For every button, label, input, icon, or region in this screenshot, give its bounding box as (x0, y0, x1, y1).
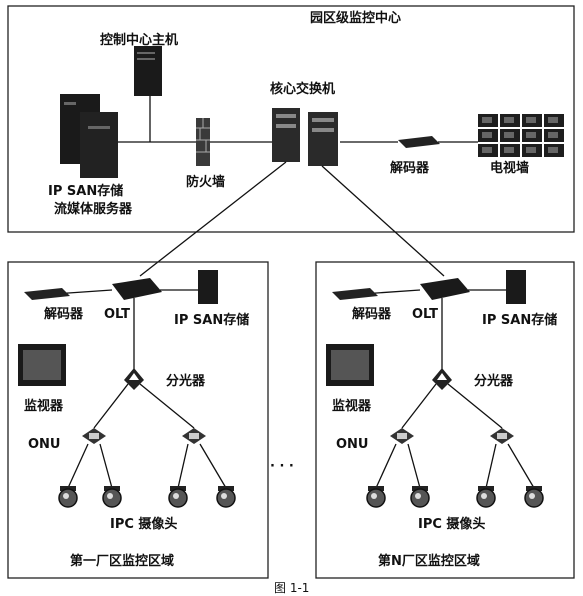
camera-lens (63, 493, 69, 499)
zone-wire (375, 443, 397, 489)
zone-title-label: 第N厂区监控区域 (378, 553, 480, 569)
ip-san-server-icon (60, 94, 118, 178)
camera-lens (371, 493, 377, 499)
zone-cameras-label: IPC 摄像头 (110, 516, 177, 532)
ip-san-icon (506, 270, 526, 304)
ip-san-label-1: IP SAN存储 (48, 183, 123, 199)
tv-screen-glare (482, 132, 492, 138)
zone-ip-san-label: IP SAN存储 (482, 312, 557, 328)
figure-caption: 图 1-1 (274, 581, 309, 595)
onu-panel (89, 433, 99, 439)
tv-wall-label: 电视墙 (490, 160, 529, 176)
zone-monitor-label: 监视器 (24, 398, 64, 414)
campus-center-box (7, 5, 575, 233)
tv-screen-glare (504, 147, 514, 153)
camera-lens (221, 493, 227, 499)
decoder-icon (332, 288, 378, 300)
camera-lens (415, 493, 421, 499)
tv-screen-glare (526, 147, 536, 153)
zone-decoder-label: 解码器 (43, 306, 84, 322)
camera-lens (107, 493, 113, 499)
splitter-mark (129, 373, 139, 380)
onu-panel (497, 433, 507, 439)
zone-1-box (7, 261, 269, 579)
tv-screen-glare (526, 132, 536, 138)
uplink-zoneN (321, 165, 445, 277)
zone-olt-label: OLT (104, 307, 130, 322)
firewall-label: 防火墙 (186, 174, 225, 190)
camera-lens (173, 493, 179, 499)
zone-wire (485, 443, 497, 489)
campus-title: 园区级监控中心 (310, 10, 401, 26)
zone-n-box (315, 261, 575, 579)
monitor-screen (23, 350, 61, 380)
olt-icon (420, 278, 470, 300)
onu-panel (397, 433, 407, 439)
zone-ip-san-label: IP SAN存储 (174, 312, 249, 328)
tv-screen-glare (548, 132, 558, 138)
tv-screen-glare (482, 147, 492, 153)
zone-decoder-label: 解码器 (351, 306, 392, 322)
core-switch-label: 核心交换机 (270, 81, 335, 97)
camera-lens (481, 493, 487, 499)
zone-wire (199, 443, 227, 489)
tv-screen-glare (526, 117, 536, 123)
zone-wire (407, 443, 421, 489)
zone-title-label: 第一厂区监控区域 (70, 553, 174, 569)
uplink-zone1 (139, 161, 287, 277)
zone-wire (99, 443, 113, 489)
zone-wire (139, 383, 195, 429)
zone-splitter-label: 分光器 (166, 373, 206, 389)
zone-splitter-label: 分光器 (474, 373, 514, 389)
zone-cameras-label: IPC 摄像头 (418, 516, 485, 532)
control-host-label: 控制中心主机 (100, 32, 178, 48)
tv-screen-glare (504, 132, 514, 138)
zone-wire (93, 383, 129, 429)
zone-wire (67, 443, 89, 489)
ip-san-icon (198, 270, 218, 304)
zone-wire (401, 383, 437, 429)
firewall-icon (196, 118, 210, 166)
control-host-server-icon (134, 46, 162, 96)
zone-olt-label: OLT (412, 307, 438, 322)
splitter-mark (437, 373, 447, 380)
tv-screen-glare (548, 147, 558, 153)
olt-icon (112, 278, 162, 300)
zone-onu-label: ONU (28, 437, 61, 452)
core-switch-icon (272, 108, 338, 166)
zone-wire (447, 383, 503, 429)
zone-wire (177, 443, 189, 489)
campus-decoder-label: 解码器 (389, 160, 430, 176)
zone-wire (507, 443, 535, 489)
onu-panel (189, 433, 199, 439)
monitor-screen (331, 350, 369, 380)
ip-san-label-2: 流媒体服务器 (54, 201, 133, 217)
decoder-icon (24, 288, 70, 300)
tv-screen-glare (548, 117, 558, 123)
tv-screen-glare (504, 117, 514, 123)
camera-lens (529, 493, 535, 499)
zone-monitor-label: 监视器 (332, 398, 372, 414)
zone-ellipsis: · · · (270, 459, 294, 474)
zone-onu-label: ONU (336, 437, 369, 452)
tv-wall-icon (478, 114, 564, 157)
campus-decoder-icon (398, 136, 440, 148)
tv-screen-glare (482, 117, 492, 123)
